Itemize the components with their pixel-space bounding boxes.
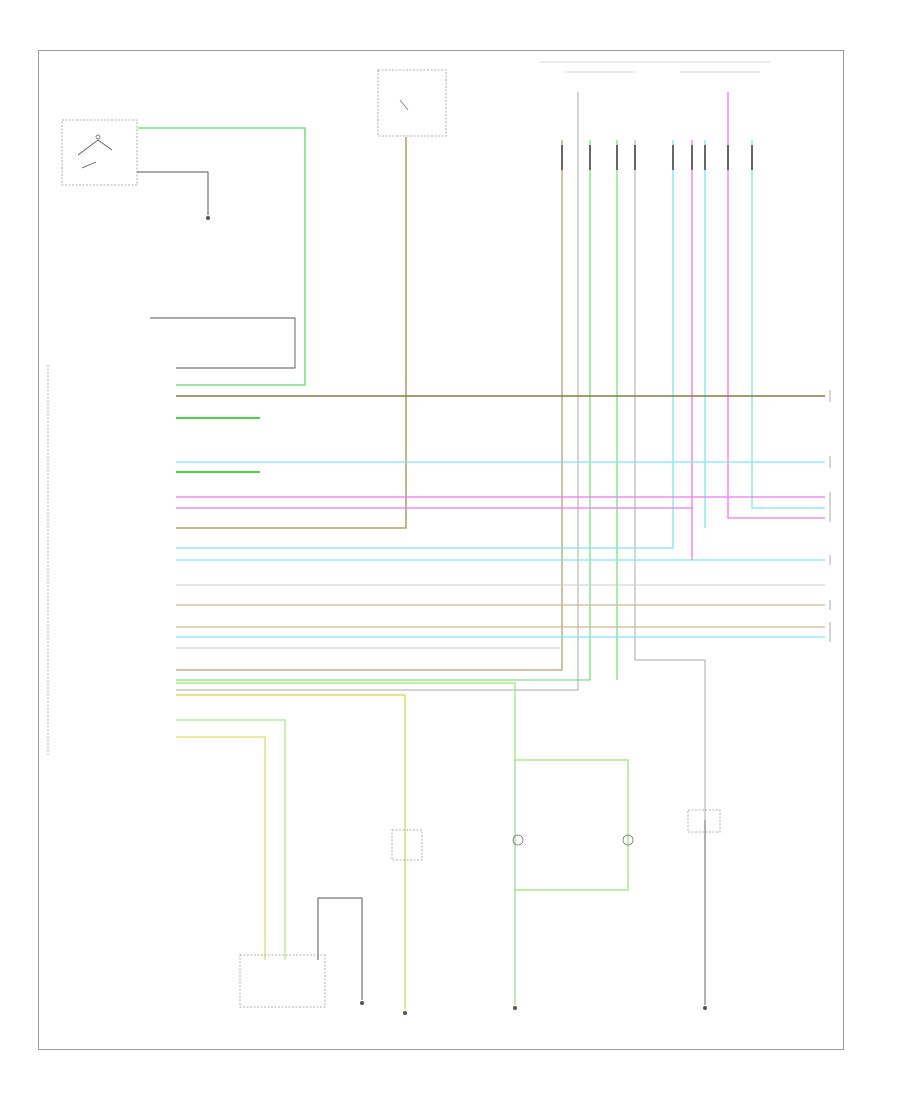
wire-gray-vertical-2 (176, 92, 579, 691)
right-lamp (622, 834, 634, 846)
wire-magenta-vertical-9 (727, 92, 825, 519)
ground-symbol-trailer-center (403, 1011, 407, 1015)
wire-yellow-switch (176, 736, 266, 960)
wire-tan-vertical-1 (176, 140, 563, 671)
ground-symbol-trailer-left (360, 1001, 364, 1005)
wire-yellow-lower (176, 694, 406, 1010)
wire-cyan-vertical-10 (751, 140, 825, 509)
wire-cyan-vertical-6 (176, 140, 674, 549)
trailer-switch-box (239, 954, 326, 1008)
wire-gray-vertical-5 (634, 140, 706, 820)
headlamp-switch (61, 119, 138, 186)
ground-symbol-right (703, 1006, 707, 1010)
wire-black-splice (150, 317, 296, 369)
fuse-block (377, 69, 447, 137)
wire-ltgreen-headlamp (138, 127, 306, 386)
wire-black-switch-ground (137, 171, 209, 215)
top-right-connector (540, 61, 770, 73)
right-lamp-box (687, 809, 721, 833)
left-lamp (512, 834, 524, 846)
wire-ltgreen-switch (176, 719, 286, 960)
wire-tan-fuse-batt (176, 137, 407, 529)
diagram-frame (38, 50, 844, 1050)
wire-green-vertical-3 (176, 140, 591, 681)
wire-black-switch (317, 897, 363, 1000)
connector-pins-top (561, 145, 753, 170)
wire-ltgreen-lower (176, 682, 629, 891)
ground-symbol-trailer-right (513, 1006, 517, 1010)
ground-symbol (206, 216, 210, 220)
center-lamp-box (391, 829, 423, 861)
